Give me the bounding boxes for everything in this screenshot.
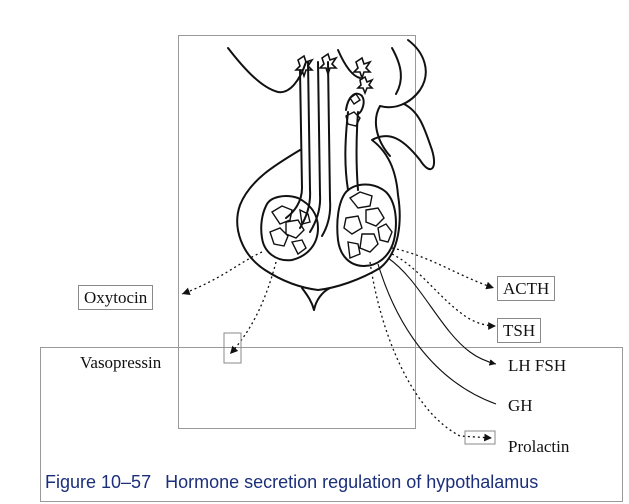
anterior-cells (343, 191, 393, 259)
hypothalamus-contour-right (374, 39, 427, 157)
arrow-oxytocin (181, 251, 263, 295)
figure-caption-text: Hormone secretion regulation of hypothal… (165, 472, 539, 492)
label-oxytocin: Oxytocin (78, 285, 154, 310)
neuron-icon-4 (356, 75, 374, 96)
lower-frame (40, 347, 623, 502)
neuron-icon-1 (294, 54, 314, 79)
vasopressin-target-box (223, 332, 242, 364)
posterior-cells (269, 205, 311, 256)
figure-number: Figure 10–57 (45, 472, 152, 492)
nerve-tract-c (321, 61, 332, 237)
label-tsh: TSH (497, 318, 542, 343)
neuron-icon-3 (352, 56, 372, 81)
neuron-icon-2 (318, 52, 338, 77)
label-gh: GH (508, 396, 533, 415)
arrow-prolactin (369, 261, 493, 442)
anterior-lobe (336, 183, 397, 267)
arrow-lhfsh (387, 257, 497, 366)
label-acth: ACTH (497, 276, 556, 301)
posterior-lobe (260, 195, 319, 262)
arrow-acth (391, 247, 495, 290)
hypothalamus-contour-mid (337, 49, 361, 79)
nerve-tract-d (285, 69, 303, 219)
arrow-gh (377, 263, 497, 405)
stalk-bottom (301, 287, 331, 311)
arrow-vasopressin (229, 261, 277, 355)
hypothalamus-contour-left (227, 47, 307, 94)
hypothalamus-contour-right2 (391, 47, 402, 95)
portal-vessel-right (355, 111, 359, 191)
prolactin-target-box (464, 430, 496, 445)
figure-caption: Figure 10–57 Hormone secretion regulation… (45, 472, 552, 493)
portal-cells (345, 93, 361, 127)
portal-vessel-top (345, 92, 365, 115)
upper-frame (178, 35, 416, 429)
gland-outline (236, 103, 436, 291)
label-vasopressin: Vasopressin (80, 353, 162, 372)
label-lh-fsh: LH FSH (508, 356, 567, 375)
arrow-tsh (391, 253, 497, 330)
nerve-tract-b (309, 61, 322, 233)
label-prolactin: Prolactin (508, 437, 570, 456)
